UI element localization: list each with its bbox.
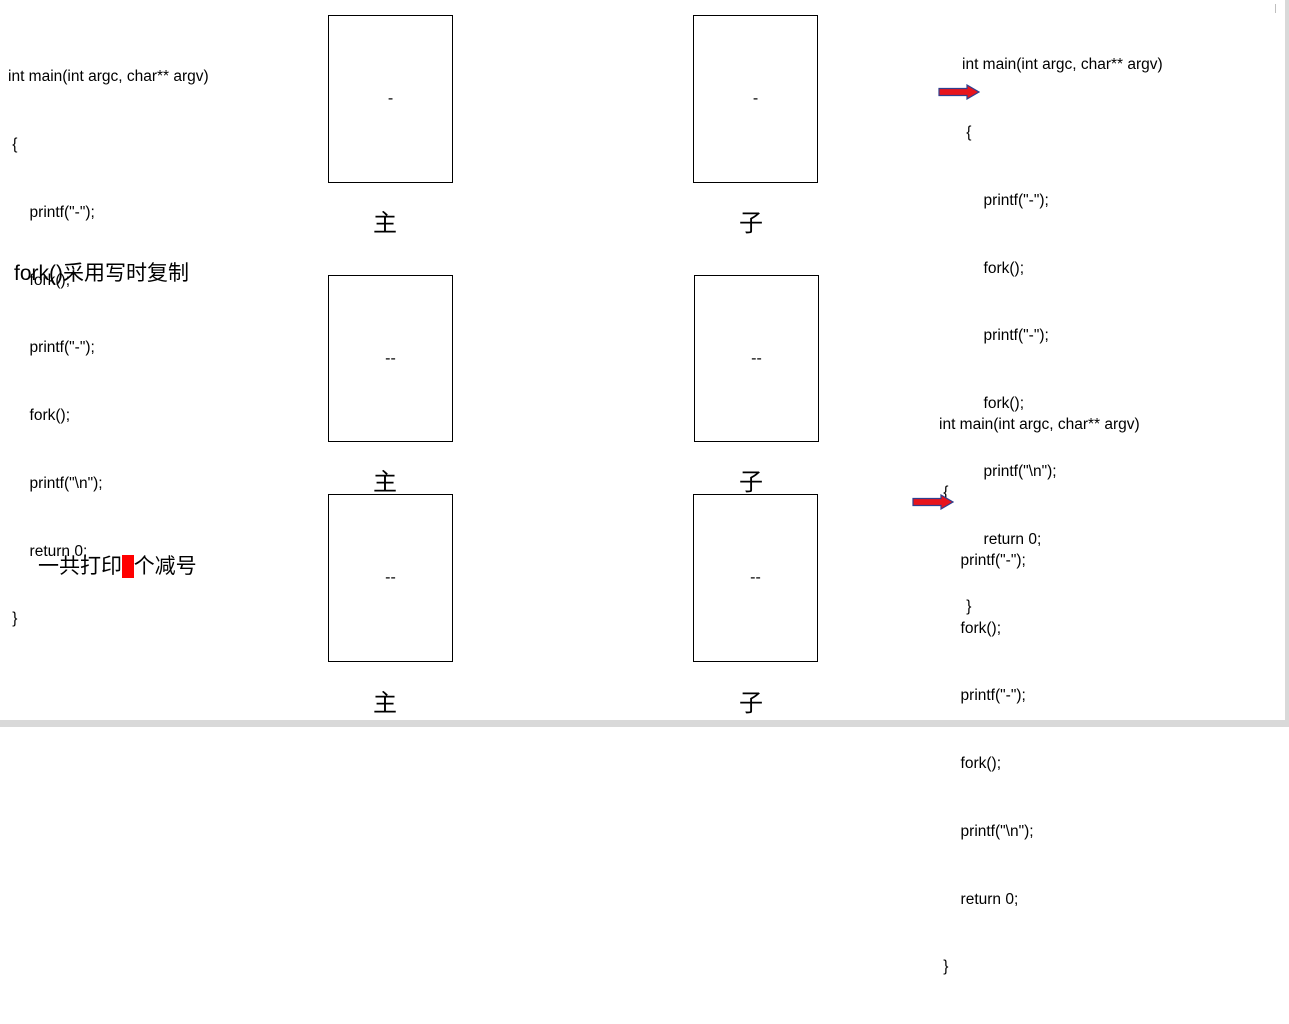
parent-buffer-box-1: - [328, 15, 453, 183]
buffer-content: - [387, 90, 394, 107]
parent-buffer-box-3: -- [328, 494, 453, 662]
code-line: fork(); [962, 259, 1024, 277]
parent-label-2: 主 [373, 469, 397, 496]
code-line: return 0; [8, 542, 88, 560]
code-line: { [962, 123, 972, 141]
total-count-note: 一共打印8个减号 [38, 550, 197, 580]
code-block-main: int main(int argc, char** argv) { printf… [8, 21, 209, 676]
buffer-content: -- [751, 349, 762, 367]
code-line: int main(int argc, char** argv) [962, 56, 1163, 74]
slide-corner-marker [1275, 4, 1285, 13]
code-line: printf("\n"); [939, 822, 1034, 840]
code-line: } [962, 598, 972, 616]
child-label-1: 子 [739, 210, 763, 237]
buffer-content: - [752, 90, 759, 107]
code-line: } [8, 610, 18, 628]
code-line: printf("-"); [8, 339, 95, 357]
buffer-content: -- [750, 569, 761, 586]
code-line: return 0; [962, 530, 1042, 548]
slide-canvas: int main(int argc, char** argv) { printf… [8, 9, 1163, 976]
copy-on-write-note: fork()采用写时复制 [14, 262, 189, 285]
code-line: } [939, 958, 949, 976]
code-line: fork(); [962, 395, 1024, 413]
code-line: fork(); [8, 407, 70, 425]
right-arrow-icon [938, 84, 980, 100]
code-line: fork(); [939, 755, 1001, 773]
parent-buffer-box-2: -- [328, 275, 453, 442]
parent-label-1: 主 [373, 210, 397, 237]
parent-label-3: 主 [373, 690, 397, 717]
code-line: printf("-"); [962, 327, 1049, 345]
code-line: fork(); [8, 271, 70, 289]
child-buffer-box-2: -- [694, 275, 819, 442]
child-label-2: 子 [739, 469, 763, 496]
code-line: printf("\n"); [8, 474, 103, 492]
code-line: { [8, 135, 18, 153]
code-line: int main(int argc, char** argv) [8, 68, 209, 86]
total-prefix: 一共打印 [38, 555, 122, 578]
buffer-content: -- [385, 569, 396, 586]
code-line: printf("-"); [962, 191, 1049, 209]
window-edge-bottom [0, 720, 1289, 727]
code-block-step-1: int main(int argc, char** argv) { printf… [962, 9, 1163, 664]
total-number-highlight: 8 [122, 555, 134, 578]
right-arrow-icon [912, 494, 954, 510]
code-line: printf("-"); [939, 551, 1026, 569]
child-buffer-box-1: - [693, 15, 818, 183]
child-label-3: 子 [739, 690, 763, 717]
code-line: printf("\n"); [962, 462, 1057, 480]
code-line: { [939, 483, 949, 501]
child-buffer-box-3: -- [693, 494, 818, 662]
code-line: fork(); [939, 619, 1001, 637]
buffer-content: -- [385, 349, 396, 367]
code-line: int main(int argc, char** argv) [939, 416, 1140, 434]
code-block-step-2: int main(int argc, char** argv) { printf… [939, 369, 1140, 1024]
code-line: printf("-"); [939, 687, 1026, 705]
code-line: printf("-"); [8, 203, 95, 221]
total-suffix: 个减号 [133, 555, 197, 578]
code-line: return 0; [939, 890, 1019, 908]
window-edge-right [1285, 0, 1289, 727]
